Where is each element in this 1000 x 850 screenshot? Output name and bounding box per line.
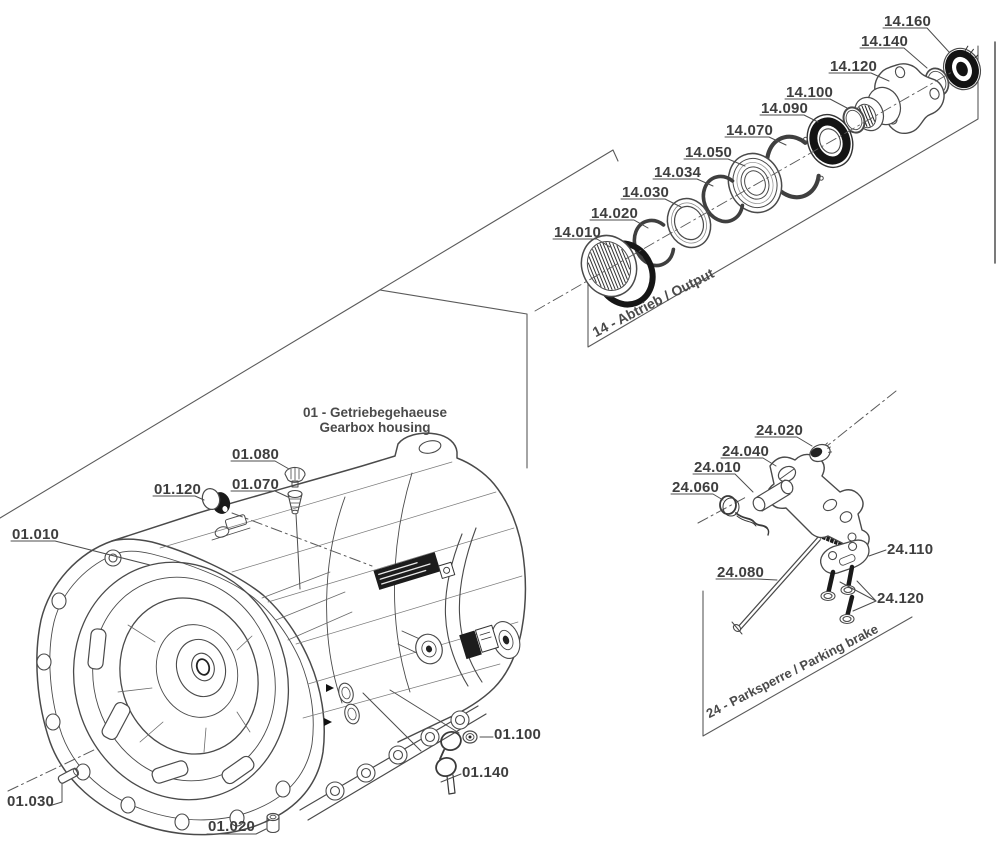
part-label-14-160: 14.160 [884,13,932,30]
part-label-24-010: 24.010 [694,459,742,476]
part-label-14-090: 14.090 [761,100,809,117]
part-label-14-020: 14.020 [591,205,639,222]
part-label-24-040: 24.040 [722,443,770,460]
part-label-01-100: 01.100 [494,726,542,743]
housing-small-parts [57,466,478,834]
part-label-14-100: 14.100 [786,84,834,101]
part-label-01-020: 01.020 [208,818,256,835]
part-label-14-010: 14.010 [554,224,602,241]
gearbox-housing-drawing [36,432,527,836]
part-label-01-140: 01.140 [462,764,510,781]
housing-caption-de: 01 - Getriebegehaeuse [302,405,448,420]
part-label-14-140: 14.140 [861,33,909,50]
fold-lines [0,41,996,737]
part-label-14-070: 14.070 [726,122,774,139]
part-label-01-010: 01.010 [12,526,60,543]
part-label-24-020: 24.020 [756,422,804,439]
section-14-parts [534,45,982,312]
part-label-01-070: 01.070 [232,476,280,493]
part-label-24-110: 24.110 [887,541,934,558]
output-axis-line [534,71,953,312]
section-24-parts [719,442,870,635]
part-label-24-080: 24.080 [717,564,765,581]
leader-lines [10,27,950,835]
housing-caption-en: Gearbox housing [319,420,431,435]
bolts-24-120 [820,564,856,625]
part-label-14-120: 14.120 [830,58,878,75]
part-label-01-120: 01.120 [154,481,202,498]
part-label-01-080: 01.080 [232,446,280,463]
part-label-24-120: 24.120 [877,590,925,607]
part-label-24-060: 24.060 [672,479,720,496]
part-label-14-050: 14.050 [685,144,733,161]
housing-caption: 01 - Getriebegehaeuse Gearbox housing [280,405,470,435]
part-label-14-030: 14.030 [622,184,670,201]
part-label-14-034: 14.034 [654,164,702,181]
part-label-01-030: 01.030 [7,793,55,810]
